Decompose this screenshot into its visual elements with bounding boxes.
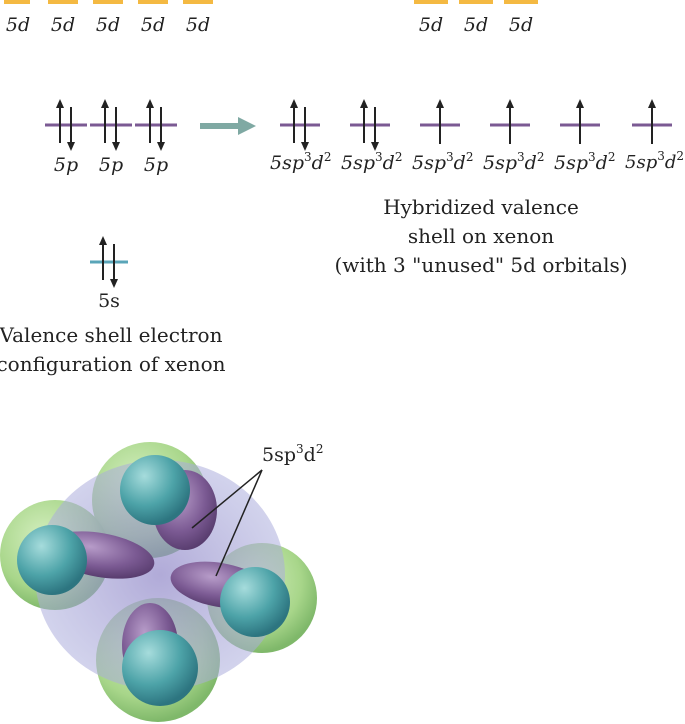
label-pointer-2	[215, 469, 263, 577]
unused-d-orbital-label: 5d	[418, 14, 444, 36]
hybrid-caption-line-3: (with 3 "unused" 5d orbitals)	[334, 253, 628, 277]
p-orbital-label: 5p	[143, 154, 169, 176]
d-orbital-label: 5d	[5, 14, 31, 36]
fluorine-core-bottom	[122, 630, 198, 706]
valence-caption: Valence shell electron configuration of …	[0, 321, 226, 379]
hybrid-orbital-6	[632, 99, 672, 144]
p-orbital-1	[45, 99, 87, 151]
fluorine-core-right	[220, 567, 290, 637]
d-orbital-line-2	[48, 0, 78, 4]
hybrid-orbital-label: 5sp3d2	[341, 150, 403, 174]
unused-d-orbital-label: 5d	[508, 14, 534, 36]
hybrid-orbital-4	[490, 99, 530, 144]
s-orbital	[90, 236, 128, 288]
d-orbital-line-4	[138, 0, 168, 4]
hybrid-orbital-5	[560, 99, 600, 144]
d-orbital-label: 5d	[50, 14, 76, 36]
electron-haze	[35, 460, 285, 690]
valence-caption-line-1: Valence shell electron	[0, 323, 223, 347]
label-pointer-1	[191, 469, 263, 529]
model-hybrid-label: 5sp3d2	[262, 442, 324, 466]
hybrid-orbital-label: 5sp3d2	[625, 149, 685, 173]
d-orbital-line-5	[183, 0, 213, 4]
hybrid-orbital-1	[280, 99, 320, 151]
hybridization-arrow	[200, 117, 256, 135]
p-orbital-label: 5p	[98, 154, 124, 176]
d-orbital-line-3	[93, 0, 123, 4]
hybrid-caption: Hybridized valence shell on xenon (with …	[334, 193, 627, 280]
p-orbital-2	[90, 99, 132, 151]
hybrid-caption-line-1: Hybridized valence	[383, 195, 579, 219]
hybrid-orbital-3	[420, 99, 460, 144]
unused-d-orbital-line-1	[414, 0, 448, 4]
hybrid-orbital-label: 5sp3d2	[270, 150, 332, 174]
p-orbital-label: 5p	[53, 154, 79, 176]
fluorine-core-top	[120, 455, 190, 525]
d-orbital-label: 5d	[95, 14, 121, 36]
unused-d-orbital-label: 5d	[463, 14, 489, 36]
hybrid-orbital-label: 5sp3d2	[483, 150, 545, 174]
hybrid-orbital-2	[350, 99, 390, 151]
d-orbital-label: 5d	[185, 14, 211, 36]
d-orbital-label: 5d	[140, 14, 166, 36]
hybrid-orbital-label: 5sp3d2	[554, 150, 616, 174]
xef4-molecule-model	[0, 442, 317, 722]
s-orbital-label: 5s	[98, 290, 120, 312]
fluorine-core-left	[17, 525, 87, 595]
hybrid-caption-line-2: shell on xenon	[407, 224, 555, 248]
d-orbital-line-1	[4, 0, 30, 4]
hybrid-orbital-label: 5sp3d2	[412, 150, 474, 174]
unused-d-orbital-line-3	[504, 0, 538, 4]
unused-d-orbital-line-2	[459, 0, 493, 4]
p-orbital-3	[135, 99, 177, 151]
valence-caption-line-2: configuration of xenon	[0, 352, 226, 376]
